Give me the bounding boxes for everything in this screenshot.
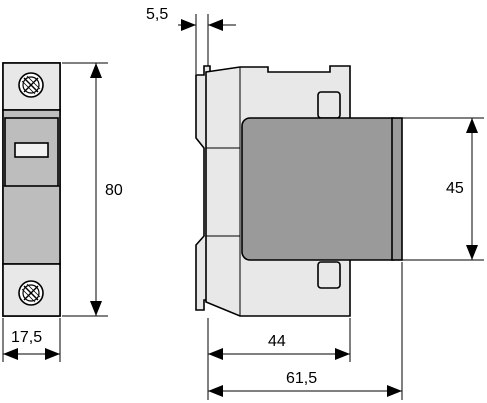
side-top-notch (317, 91, 341, 119)
dimension-window-45: 45 (402, 117, 484, 261)
bottom-screw-icon (18, 280, 44, 306)
label-depth-body: 44 (268, 333, 286, 350)
dimension-offset-5-5: 5,5 (146, 6, 236, 74)
side-bottom-notch (317, 261, 341, 289)
label-window-height: 45 (446, 180, 464, 197)
label-height-total: 80 (105, 182, 123, 199)
dimension-depth-61-5: 61,5 (207, 262, 403, 400)
dimension-depth-44: 44 (207, 318, 351, 362)
side-view (195, 65, 403, 317)
side-front-window (241, 117, 401, 261)
label-top-offset: 5,5 (146, 6, 168, 23)
top-screw-icon (18, 72, 44, 98)
dimension-height-80: 80 (62, 62, 123, 317)
label-depth-total: 61,5 (286, 370, 317, 387)
side-front-face (391, 117, 403, 261)
label-width-front: 17,5 (11, 329, 42, 346)
dimension-width-17-5: 17,5 (2, 318, 61, 362)
front-indicator-window (14, 142, 49, 158)
front-view (2, 62, 61, 317)
